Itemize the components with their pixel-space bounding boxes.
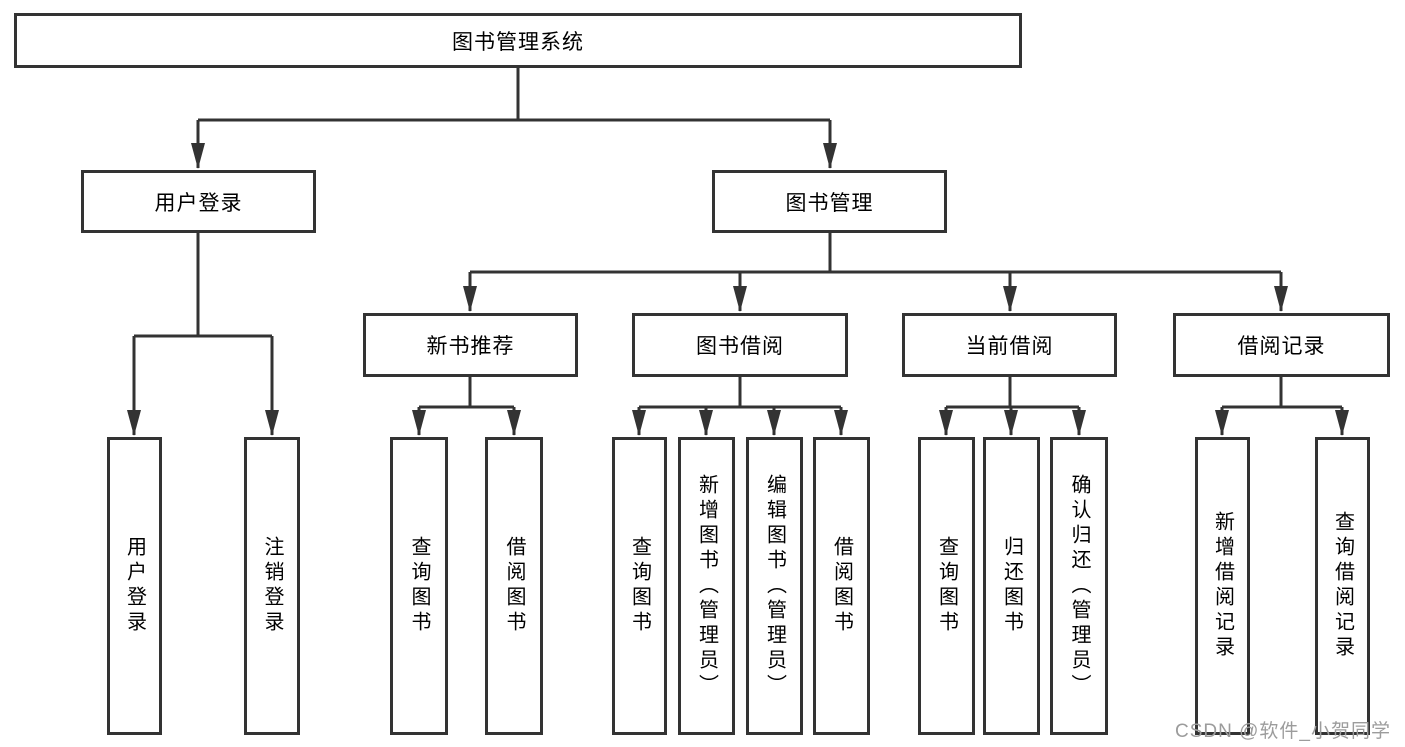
- leaf-query-borrow-record: 查询借阅记录: [1315, 437, 1370, 735]
- leaf-query-borrow-record-label: 查询借阅记录: [1331, 511, 1354, 661]
- leaf-return-books-label: 归还图书: [1000, 536, 1023, 636]
- node-book-management-label: 图书管理: [785, 191, 874, 215]
- node-book-borrow-label: 图书借阅: [696, 335, 784, 358]
- node-root: 图书管理系统: [14, 13, 1022, 68]
- node-borrow-records-label: 借阅记录: [1237, 335, 1326, 358]
- leaf-logout: 注销登录: [244, 437, 300, 735]
- leaf-user-login-label: 用户登录: [123, 536, 146, 636]
- node-book-management: 图书管理: [712, 170, 947, 233]
- leaf-borrow-books: 借阅图书: [813, 437, 870, 735]
- node-borrow-records: 借阅记录: [1173, 313, 1390, 377]
- leaf-edit-book-admin: 编辑图书（管理员）: [746, 437, 803, 735]
- watermark: CSDN @软件_小贺同学: [1175, 721, 1391, 742]
- leaf-recommend-borrow-books-label: 借阅图书: [503, 536, 525, 636]
- node-book-borrow: 图书借阅: [632, 313, 848, 377]
- leaf-add-book-admin: 新增图书（管理员）: [678, 437, 735, 735]
- leaf-borrow-query-books: 查询图书: [612, 437, 667, 735]
- leaf-recommend-borrow-books: 借阅图书: [485, 437, 543, 735]
- leaf-add-borrow-record: 新增借阅记录: [1195, 437, 1250, 735]
- leaf-edit-book-admin-label: 编辑图书（管理员）: [763, 473, 786, 699]
- leaf-add-book-admin-label: 新增图书（管理员）: [695, 473, 718, 699]
- node-user-login-label: 用户登录: [154, 191, 243, 215]
- leaf-current-query-books-label: 查询图书: [935, 536, 958, 636]
- node-current-borrow-label: 当前借阅: [965, 335, 1054, 358]
- leaf-return-books: 归还图书: [983, 437, 1040, 735]
- leaf-current-query-books: 查询图书: [918, 437, 975, 735]
- leaf-confirm-return-admin: 确认归还（管理员）: [1050, 437, 1108, 735]
- leaf-recommend-query-books: 查询图书: [390, 437, 448, 735]
- node-root-label: 图书管理系统: [452, 30, 584, 54]
- node-current-borrow: 当前借阅: [902, 313, 1117, 377]
- leaf-add-borrow-record-label: 新增借阅记录: [1211, 511, 1234, 661]
- leaf-user-login: 用户登录: [107, 437, 162, 735]
- leaf-borrow-query-books-label: 查询图书: [628, 536, 651, 636]
- leaf-confirm-return-admin-label: 确认归还（管理员）: [1068, 473, 1090, 699]
- node-new-book-recommend-label: 新书推荐: [426, 335, 515, 358]
- node-user-login: 用户登录: [81, 170, 316, 233]
- leaf-borrow-books-label: 借阅图书: [830, 536, 853, 636]
- node-new-book-recommend: 新书推荐: [363, 313, 578, 377]
- leaf-recommend-query-books-label: 查询图书: [408, 536, 430, 636]
- leaf-logout-label: 注销登录: [261, 536, 283, 636]
